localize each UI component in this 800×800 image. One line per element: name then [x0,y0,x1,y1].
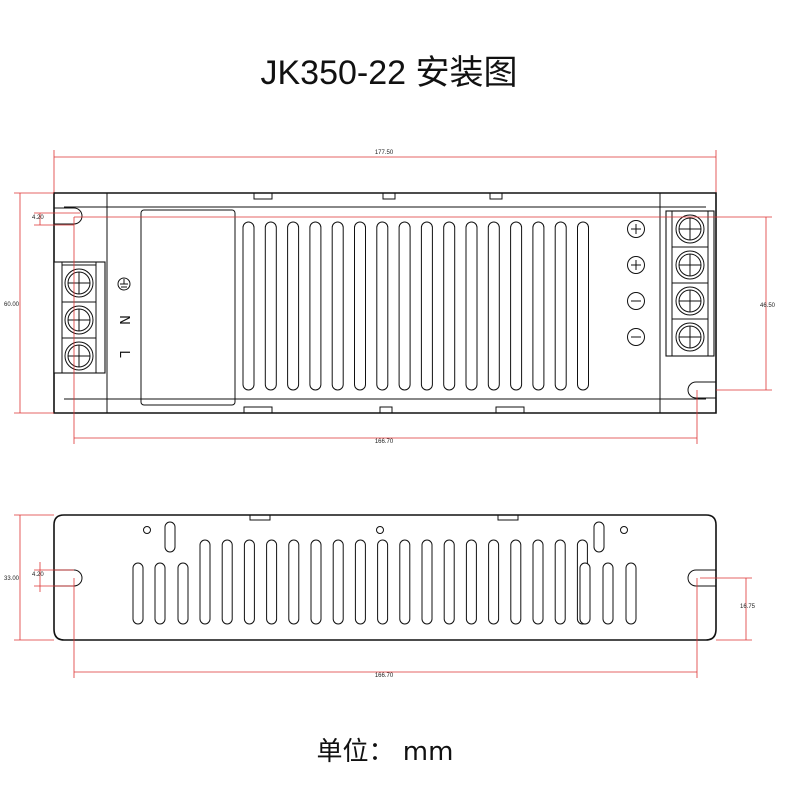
minus-icon [627,292,645,310]
unit-label: 单位： mm [317,737,454,767]
vent-slot [577,221,589,391]
vent-slot [287,221,300,391]
bottom-hole-spacing-dimension: 166.70 [73,578,698,679]
vent-slot [199,539,211,625]
vent-slot [487,221,500,391]
terminal-screw [675,286,705,316]
vent-slot [264,221,277,391]
top-view: 177.50 [4,150,776,445]
edge-tabs [243,192,525,414]
bottom-height-label: 33.00 [4,576,20,582]
vent-slot [443,539,455,625]
vent-slot [243,539,255,625]
vent-slot [177,562,189,625]
vent-slot [532,539,544,625]
bottom-height-dimension: 33.00 [4,514,54,641]
overall-length-label: 177.50 [375,150,394,156]
terminal-screw [675,214,705,244]
input-label-l: L [116,350,131,358]
bottom-hole-offset-label: 4.20 [32,572,44,578]
vent-slot [154,562,166,625]
vent-slot [309,221,322,391]
label-window [140,209,236,406]
bottom-left-mount-slot [54,569,83,587]
input-label-n: N [116,315,131,325]
vent-slot [554,221,567,391]
bottom-hole-height-dimension: 16.75 [700,577,756,641]
hole-offset-label: 4.20 [32,215,44,221]
vent-slot [421,539,433,625]
ground-symbol [117,277,131,291]
vent-slot [554,539,566,625]
terminal-hole-height-dimension: 46.50 [74,216,776,391]
vent-slot [420,221,433,391]
height-dimension: 60.00 [4,192,54,414]
vent-slot [579,562,591,625]
vent-slot [266,539,278,625]
vent-slot [354,221,366,391]
vent-slot [510,221,523,391]
vent-slot [625,562,637,625]
left-mount-slot [54,207,83,225]
terminal-screw [675,250,705,280]
vent-slot [532,221,545,391]
vent-slot [399,539,411,625]
terminal-screw [64,268,94,298]
vent-slot [242,221,255,391]
bottom-vent-slots [132,539,637,625]
vent-slot [377,539,389,625]
terminal-hole-height-label: 46.50 [760,303,776,309]
height-label: 60.00 [4,302,20,308]
vent-slot [602,562,614,625]
bottom-hole-height-label: 16.75 [740,604,756,610]
bottom-hole-offset-dimension: 4.20 [32,562,74,592]
vent-slot [310,539,322,625]
vent-slot [332,539,344,625]
vent-slot [221,539,233,625]
minus-icon [627,328,645,346]
top-vent-slots [242,221,589,391]
bottom-view: 33.00 4.20 16.75 166.70 [4,514,756,679]
plus-icon [627,220,645,238]
bottom-right-mount-slot [687,569,716,587]
output-polarity-symbols [627,220,645,346]
terminal-screw [64,305,94,335]
vent-slot [510,539,522,625]
vent-slot [132,562,144,625]
vent-slot [376,221,389,391]
vent-slot [465,539,477,625]
vent-slot [331,221,344,391]
plus-icon [627,256,645,274]
vent-slot [288,539,300,625]
hole-spacing-dimension: 166.70 [73,217,698,445]
bottom-hole-spacing-label: 166.70 [375,673,394,679]
vent-slot [354,539,366,625]
right-mount-slot [687,381,716,399]
overall-length-dimension: 177.50 [53,150,717,193]
vent-slot [398,221,411,391]
hole-spacing-label: 166.70 [375,439,394,445]
output-terminal-block [665,210,715,357]
drawing-title: JK350-22 安装图 [261,54,518,92]
hole-offset-dimension: 4.20 [32,212,80,226]
input-terminal-block [53,261,106,374]
terminal-screw [675,322,705,352]
vent-slot [465,221,478,391]
terminal-screw [64,341,94,371]
vent-slot [443,221,456,391]
vent-slot [488,539,500,625]
